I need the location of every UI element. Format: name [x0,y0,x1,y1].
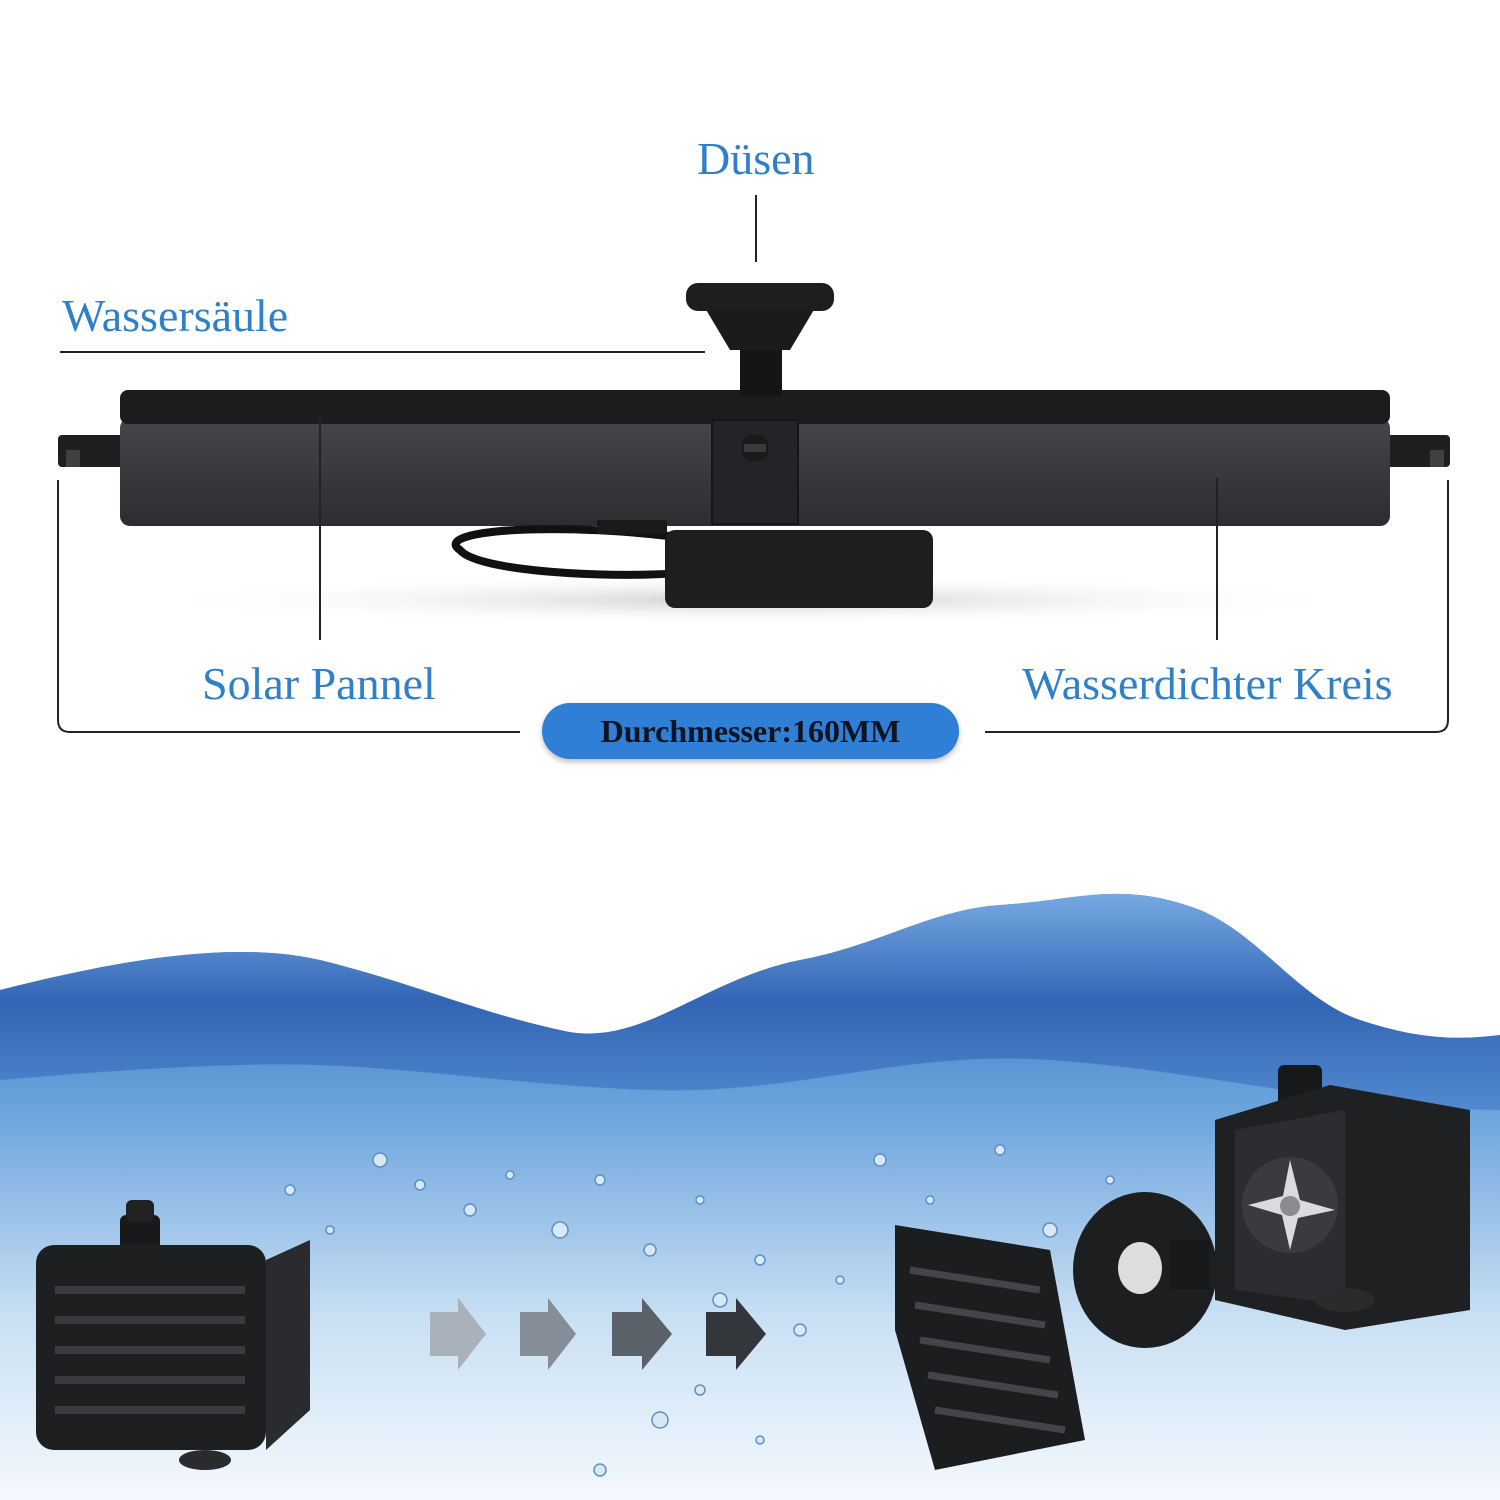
diameter-badge: Durchmesser:160MM [542,703,959,759]
pump-grille [895,1225,1085,1470]
pump-open [1215,1065,1470,1330]
label-solar-panel: Solar Pannel [202,658,436,709]
label-nozzle: Düsen [697,133,815,184]
arrow-right [430,1298,486,1370]
label-water-column: Wassersäule [62,290,289,341]
water-wave [0,893,1500,1500]
label-waterproof-circuit: Wasserdichter Kreis [1022,658,1393,709]
pump-grille [55,1286,245,1414]
arrow-right [612,1298,672,1370]
arrow-sequence [430,1298,766,1370]
leader-lines [57,195,1449,733]
arrow-right [520,1298,576,1370]
pump-assembled [36,1200,310,1470]
pump-impeller-cover [1073,1192,1217,1348]
fountain-device [58,283,1450,626]
arrow-right [706,1298,766,1370]
